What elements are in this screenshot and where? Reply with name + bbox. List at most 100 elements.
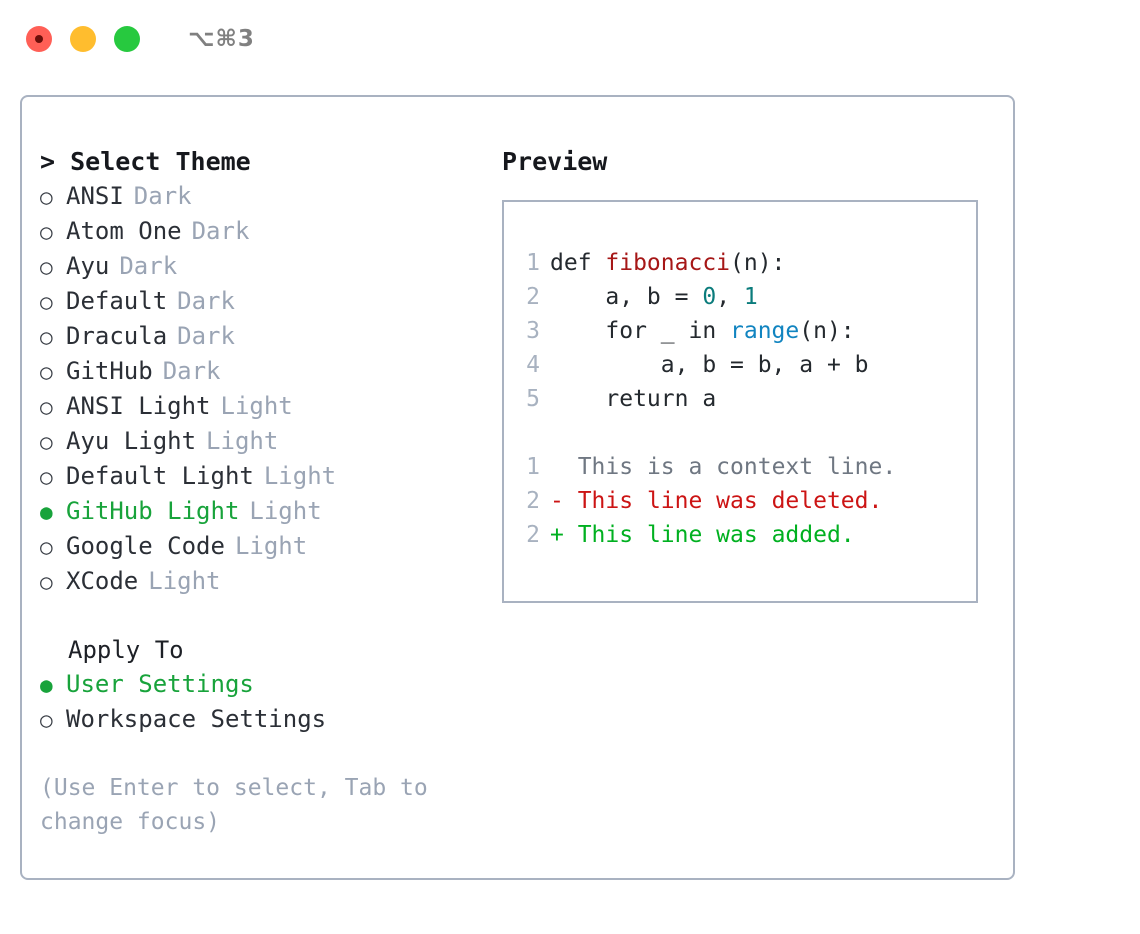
- theme-kind-badge: Dark: [119, 252, 178, 280]
- diff-line-number: 1: [526, 454, 540, 480]
- keyboard-hint-text: (Use Enter to select, Tab to change focu…: [40, 775, 428, 835]
- radio-unselected-icon: ○: [40, 360, 53, 384]
- theme-name-label: Dracula: [66, 322, 168, 350]
- theme-option-dracula[interactable]: ○ Dracula Dark: [40, 319, 484, 354]
- theme-name-label: GitHub Light: [66, 497, 240, 525]
- code-line-number: 1: [526, 250, 540, 276]
- radio-unselected-icon: ○: [40, 290, 53, 314]
- code-line-number: 5: [526, 386, 540, 412]
- code-line: 2 a, b = 0, 1: [504, 280, 976, 314]
- code-line: 5 return a: [504, 382, 976, 416]
- theme-option-ansi[interactable]: ○ ANSI Dark: [40, 179, 484, 214]
- theme-option-github[interactable]: ○ GitHub Dark: [40, 354, 484, 389]
- code-line-content: def fibonacci(n):: [550, 246, 785, 280]
- theme-name-label: GitHub: [66, 357, 153, 385]
- preview-spacer: [504, 416, 976, 450]
- theme-option-ayu[interactable]: ○ Ayu Dark: [40, 249, 484, 284]
- theme-kind-badge: Light: [249, 497, 322, 525]
- code-token-plain: a, b = b, a + b: [550, 352, 869, 378]
- code-token-plain: return a: [550, 386, 717, 412]
- radio-unselected-icon: ○: [40, 430, 53, 454]
- diff-marker: [550, 450, 578, 484]
- theme-name-label: Google Code: [66, 532, 225, 560]
- code-line-number: 4: [526, 352, 540, 378]
- zoom-button[interactable]: [114, 25, 140, 52]
- radio-unselected-icon: ○: [40, 708, 53, 732]
- theme-kind-badge: Light: [148, 567, 221, 595]
- code-token-num: 1: [743, 284, 758, 310]
- theme-kind-badge: Dark: [162, 357, 221, 385]
- radio-unselected-icon: ○: [40, 185, 53, 209]
- close-button[interactable]: [26, 25, 52, 52]
- diff-sample: 1 This is a context line.2- This line wa…: [504, 450, 976, 552]
- radio-unselected-icon: ○: [40, 325, 53, 349]
- diff-marker: -: [550, 488, 578, 514]
- code-line: 4 a, b = b, a + b: [504, 348, 976, 382]
- theme-name-label: ANSI Light: [66, 392, 211, 420]
- diff-line-number: 2: [526, 522, 540, 548]
- theme-kind-badge: Light: [234, 532, 308, 560]
- keyboard-shortcut-label: ⌥⌘3: [188, 25, 255, 52]
- apply-to-heading: Apply To: [68, 636, 184, 664]
- theme-name-label: Ayu Light: [66, 427, 197, 455]
- theme-option-ayu-light[interactable]: ○ Ayu Light Light: [40, 424, 484, 459]
- theme-kind-badge: Dark: [133, 182, 192, 210]
- diff-line-text: This line was added.: [577, 522, 855, 548]
- code-line-content: a, b = b, a + b: [550, 348, 869, 382]
- theme-option-xcode[interactable]: ○ XCode Light: [40, 564, 484, 599]
- diff-line-text: This is a context line.: [577, 454, 897, 480]
- window-titlebar: ⌥⌘3: [0, 0, 1140, 77]
- radio-selected-icon: ●: [40, 500, 53, 524]
- code-line-number: 3: [526, 318, 540, 344]
- theme-name-label: Atom One: [66, 217, 182, 245]
- code-token-plain: def: [550, 250, 606, 276]
- theme-option-github-light[interactable]: ● GitHub Light Light: [40, 494, 484, 529]
- diff-line-add: 2 + This line was added.: [504, 518, 976, 552]
- radio-selected-icon: ●: [40, 673, 53, 697]
- theme-name-label: Default Light: [66, 462, 254, 490]
- minimize-button[interactable]: [70, 25, 96, 52]
- code-token-fn: fibonacci: [605, 250, 731, 276]
- window-controls: [26, 25, 140, 52]
- theme-name-label: XCode: [66, 567, 139, 595]
- diff-line-number: 2: [526, 488, 540, 514]
- theme-option-google-code[interactable]: ○ Google Code Light: [40, 529, 484, 564]
- theme-kind-badge: Light: [206, 427, 279, 455]
- code-token-call: range: [730, 318, 800, 344]
- radio-unselected-icon: ○: [40, 395, 53, 419]
- diff-line-ctx: 1 This is a context line.: [504, 450, 976, 484]
- diff-marker: +: [550, 522, 578, 548]
- theme-name-label: Ayu: [66, 252, 110, 280]
- code-line: 3 for _ in range(n):: [504, 314, 976, 348]
- diff-line-del: 2- This line was deleted.: [504, 484, 976, 518]
- radio-unselected-icon: ○: [40, 465, 53, 489]
- code-token-plain: ,: [716, 284, 744, 310]
- apply-to-option-workspace-settings[interactable]: ○Workspace Settings: [40, 702, 484, 737]
- code-line-content: return a: [550, 382, 716, 416]
- code-line-content: a, b = 0, 1: [550, 280, 758, 314]
- theme-option-ansi-light[interactable]: ○ ANSI Light Light: [40, 389, 484, 424]
- radio-unselected-icon: ○: [40, 570, 53, 594]
- preview-heading: Preview: [502, 147, 608, 176]
- theme-kind-badge: Dark: [177, 322, 235, 350]
- apply-to-options[interactable]: ●User Settings○Workspace Settings: [40, 667, 484, 737]
- radio-unselected-icon: ○: [40, 535, 53, 559]
- code-line: 1 def fibonacci(n):: [504, 246, 976, 280]
- code-token-plain: a, b =: [550, 284, 703, 310]
- radio-unselected-icon: ○: [40, 255, 53, 279]
- theme-kind-badge: Light: [220, 392, 293, 420]
- apply-to-option-user-settings[interactable]: ●User Settings: [40, 667, 484, 702]
- radio-unselected-icon: ○: [40, 220, 53, 244]
- code-token-plain: (n):: [730, 250, 786, 276]
- theme-name-label: ANSI: [66, 182, 124, 210]
- apply-to-section: Apply To ●User Settings○Workspace Settin…: [40, 633, 484, 737]
